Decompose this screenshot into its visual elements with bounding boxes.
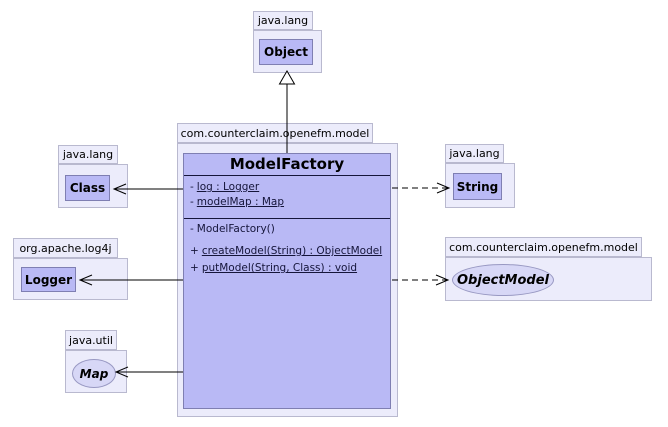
class-class[interactable]: Class [65,175,110,201]
attribute-modelmap: -modelMap : Map [184,195,390,210]
attribute-log: -log : Logger [184,180,390,195]
class-object[interactable]: Object [259,39,313,65]
class-modelfactory[interactable]: ModelFactory -log : Logger -modelMap : M… [183,153,391,409]
interface-objectmodel[interactable]: ObjectModel [452,264,554,296]
attribute-text: modelMap : Map [196,196,285,208]
method-text: putModel(String, Class) : void [201,262,358,274]
class-name: Logger [24,272,73,287]
package-name: java.lang [62,148,114,161]
class-name: Object [264,45,308,59]
package-tab: org.apache.log4j [13,238,118,258]
attribute-text: log : Logger [196,181,260,193]
class-logger[interactable]: Logger [21,267,76,292]
visibility: + [190,245,199,257]
package-name: java.util [69,333,113,347]
method-text: createModel(String) : ObjectModel [201,245,383,257]
method-createmodel: +createModel(String) : ObjectModel [184,244,390,259]
package-name: com.counterclaim.openefm.model [449,240,638,254]
package-name: com.counterclaim.openefm.model [180,126,370,140]
package-tab: java.util [65,330,117,350]
interface-map[interactable]: Map [72,359,116,388]
package-tab: com.counterclaim.openefm.model [445,237,642,257]
class-name: String [456,179,499,194]
package-tab: com.counterclaim.openefm.model [177,123,373,143]
method-constructor: -ModelFactory() [184,222,390,237]
package-tab: java.lang [253,11,313,30]
method-putmodel: +putModel(String, Class) : void [184,261,390,276]
class-name: ModelFactory [184,154,390,176]
package-name: java.lang [257,14,309,27]
method-text: ModelFactory() [196,223,275,235]
package-name: org.apache.log4j [19,241,112,255]
interface-name: Map [79,366,109,381]
class-string[interactable]: String [453,173,502,200]
package-tab: java.lang [445,144,504,163]
package-name: java.lang [449,147,500,160]
methods-section: -ModelFactory() +createModel(String) : O… [184,219,390,276]
visibility: - [190,181,194,193]
visibility: + [190,262,199,274]
package-tab: java.lang [58,145,118,164]
class-name: Class [69,181,106,195]
attributes-section: -log : Logger -modelMap : Map [184,176,390,219]
visibility: - [190,223,194,235]
edge-dependency-objectmodel [392,274,450,286]
interface-name: ObjectModel [457,272,549,288]
edge-dependency-string [392,182,451,194]
visibility: - [190,196,194,208]
